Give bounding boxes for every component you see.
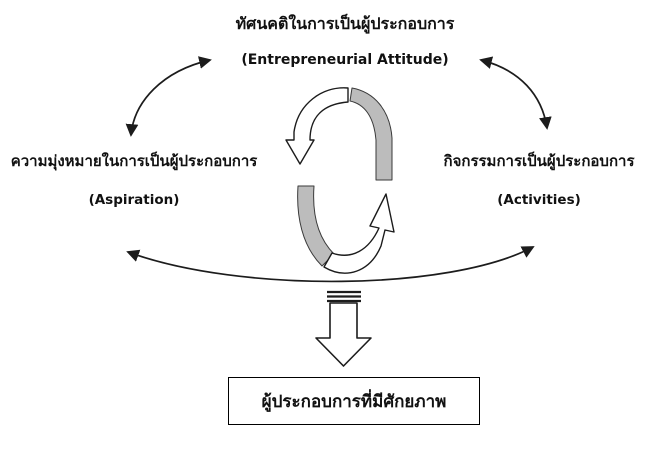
attitude-label-english: (Entrepreneurial Attitude) <box>241 52 449 68</box>
cycle-gray-top-icon <box>349 87 393 181</box>
outcome-box: ผู้ประกอบการที่มีศักยภาพ <box>228 377 480 425</box>
cycle-white-top-arrow-icon <box>285 87 349 165</box>
outcome-label: ผู้ประกอบการที่มีศักยภาพ <box>261 391 447 412</box>
attitude-label-thai: ทัศนคติในการเป็นผู้ประกอบการ <box>235 14 455 33</box>
stripes-icon <box>327 290 361 303</box>
activities-label-thai: กิจกรรมการเป็นผู้ประกอบการ <box>443 152 635 170</box>
aspiration-label-english: (Aspiration) <box>88 192 180 208</box>
aspiration-label-thai: ความมุ่งหมายในการเป็นผู้ประกอบการ <box>10 152 258 170</box>
cycle-gray-bottom-icon <box>297 185 335 267</box>
activities-label-english: (Activities) <box>497 192 581 208</box>
cycle-white-bottom-arrow-icon <box>323 193 395 274</box>
double-arrow-left-icon <box>125 56 212 137</box>
down-block-arrow-icon <box>315 302 372 367</box>
double-arrow-right-icon <box>479 56 552 130</box>
span-arrow-icon <box>126 246 535 283</box>
